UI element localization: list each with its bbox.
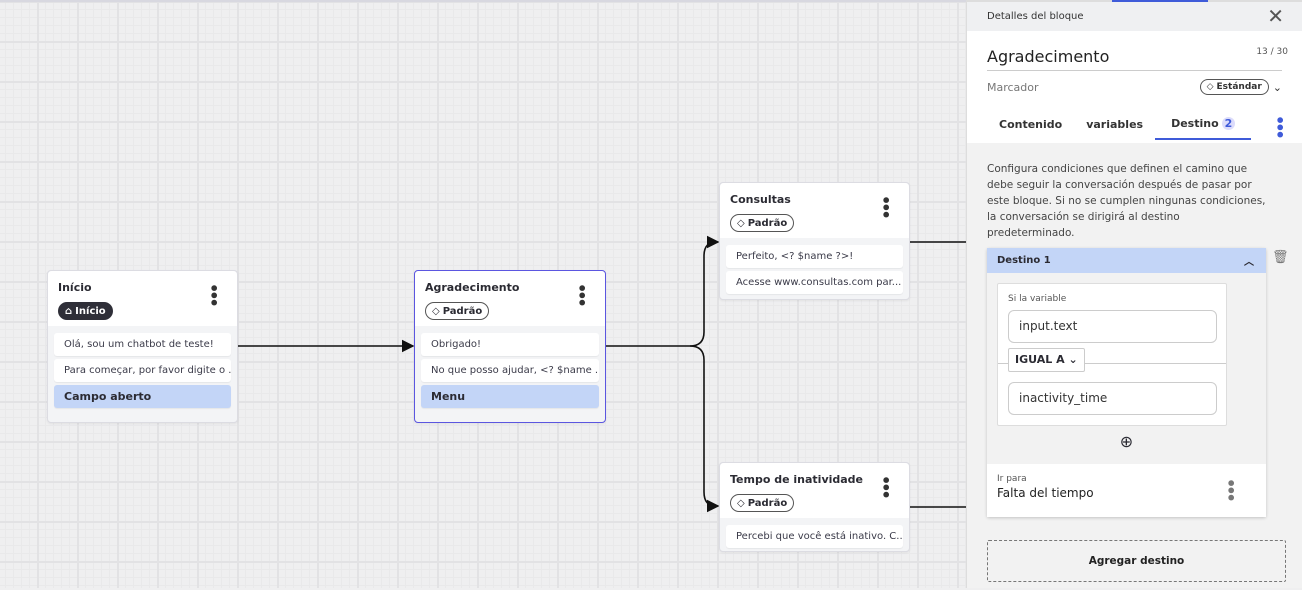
tag: ◇Padrão: [730, 214, 795, 232]
panel-title: Detalles del bloque: [987, 11, 1084, 22]
marker-select[interactable]: ◇Estándar ⌄: [1199, 79, 1282, 95]
block-name-input[interactable]: Agradecimento: [987, 31, 1282, 71]
tab-label: Destino: [1171, 117, 1219, 130]
more-options-icon[interactable]: •••: [876, 195, 895, 217]
variable-input[interactable]: input.text: [1008, 310, 1217, 343]
node-consultas[interactable]: Consultas ••• ◇Padrão Perfeito, <? $name…: [719, 182, 910, 300]
message-item[interactable]: Olá, sou um chatbot de teste!: [54, 333, 231, 356]
edge-agradecimento-tempo: [689, 345, 720, 513]
message-item[interactable]: Para começar, por favor digite o ...: [54, 359, 231, 382]
tag: ◇Padrão: [425, 302, 490, 320]
more-options-icon[interactable]: •••: [204, 283, 223, 305]
count-badge: 2: [1221, 117, 1236, 130]
node-title: Início: [58, 281, 92, 294]
close-icon[interactable]: ✕: [1267, 4, 1284, 28]
tag-label: Padrão: [747, 217, 788, 229]
input-item[interactable]: Menu: [421, 385, 599, 408]
edges: [238, 235, 966, 513]
tag-label: Padrão: [747, 497, 788, 509]
destination-card: Destino 1 ︿ Si la variable input.text IGU…: [987, 248, 1266, 517]
input-item[interactable]: Campo aberto: [54, 385, 231, 408]
tag-label: Início: [75, 305, 106, 317]
chevron-down-icon: ⌄: [1272, 80, 1282, 94]
trash-icon[interactable]: 🗑: [1272, 250, 1289, 265]
condition-box: Si la variable input.text IGUAL A ⌄ inac…: [997, 283, 1227, 426]
tag-label: Padrão: [442, 305, 483, 317]
description: Configura condiciones que definen el cam…: [987, 163, 1266, 239]
tab-variables[interactable]: variables: [1086, 118, 1144, 131]
destination-title: Destino 1: [997, 255, 1051, 266]
home-icon: ⌂: [65, 305, 73, 317]
block-details-panel: Detalles del bloque ✕ Agradecimento 13 /…: [966, 0, 1302, 588]
divider: [998, 363, 1226, 364]
chevron-up-icon[interactable]: ︿: [1244, 257, 1254, 268]
more-options-icon[interactable]: •••: [1270, 115, 1289, 137]
marker-value: Estándar: [1216, 82, 1262, 92]
node-title: Consultas: [730, 193, 791, 206]
marker-label: Marcador: [987, 80, 1039, 94]
node-title: Tempo de inatividade: [730, 473, 864, 486]
edge-agradecimento-consultas: [606, 235, 720, 347]
node-tempo-de-inatividade[interactable]: Tempo de inatividade ••• ◇Padrão Percebi…: [719, 462, 910, 552]
value-input[interactable]: inactivity_time: [1008, 382, 1217, 415]
node-inicio[interactable]: Início ••• ⌂Início Olá, sou um chatbot d…: [47, 270, 238, 423]
if-variable-label: Si la variable: [1008, 294, 1067, 304]
go-to-section[interactable]: Ir para Falta del tiempo •••: [987, 464, 1266, 517]
tag-icon: ◇: [737, 497, 745, 509]
more-options-icon[interactable]: •••: [876, 475, 895, 497]
destination-header[interactable]: Destino 1 ︿: [987, 248, 1266, 273]
tab-contenido[interactable]: Contenido: [999, 118, 1063, 131]
tag-icon: ◇: [432, 305, 440, 317]
message-item[interactable]: Obrigado!: [421, 333, 599, 356]
tag-icon: ◇: [737, 217, 745, 229]
active-indicator: [1112, 0, 1208, 2]
go-to-value: Falta del tiempo: [997, 486, 1094, 500]
node-agradecimento[interactable]: Agradecimento ••• ◇Padrão Obrigado! No q…: [414, 270, 606, 423]
message-item[interactable]: Percebi que você está inativo. C...: [726, 525, 903, 548]
add-condition-icon[interactable]: ⊕: [1119, 432, 1134, 451]
go-to-label: Ir para: [997, 474, 1027, 484]
message-item[interactable]: No que posso ajudar, <? $name ...: [421, 359, 599, 382]
tag: ◇Padrão: [730, 494, 795, 512]
more-options-icon[interactable]: •••: [1221, 478, 1240, 500]
flow-canvas[interactable]: Início ••• ⌂Início Olá, sou um chatbot d…: [0, 0, 966, 588]
message-item[interactable]: Perfeito, <? $name ?>!: [726, 245, 903, 268]
node-title: Agradecimento: [425, 281, 520, 294]
more-options-icon[interactable]: •••: [572, 283, 591, 305]
operator-value: IGUAL A: [1015, 353, 1065, 366]
add-destination-button[interactable]: Agregar destino: [987, 540, 1286, 582]
chevron-down-icon: ⌄: [1068, 353, 1078, 366]
message-item[interactable]: Acesse www.consultas.com par...: [726, 271, 903, 294]
char-count: 13 / 30: [1256, 47, 1288, 57]
operator-select[interactable]: IGUAL A ⌄: [1008, 348, 1085, 372]
tag-icon: ◇: [1206, 82, 1214, 92]
start-tag: ⌂Início: [58, 302, 113, 320]
